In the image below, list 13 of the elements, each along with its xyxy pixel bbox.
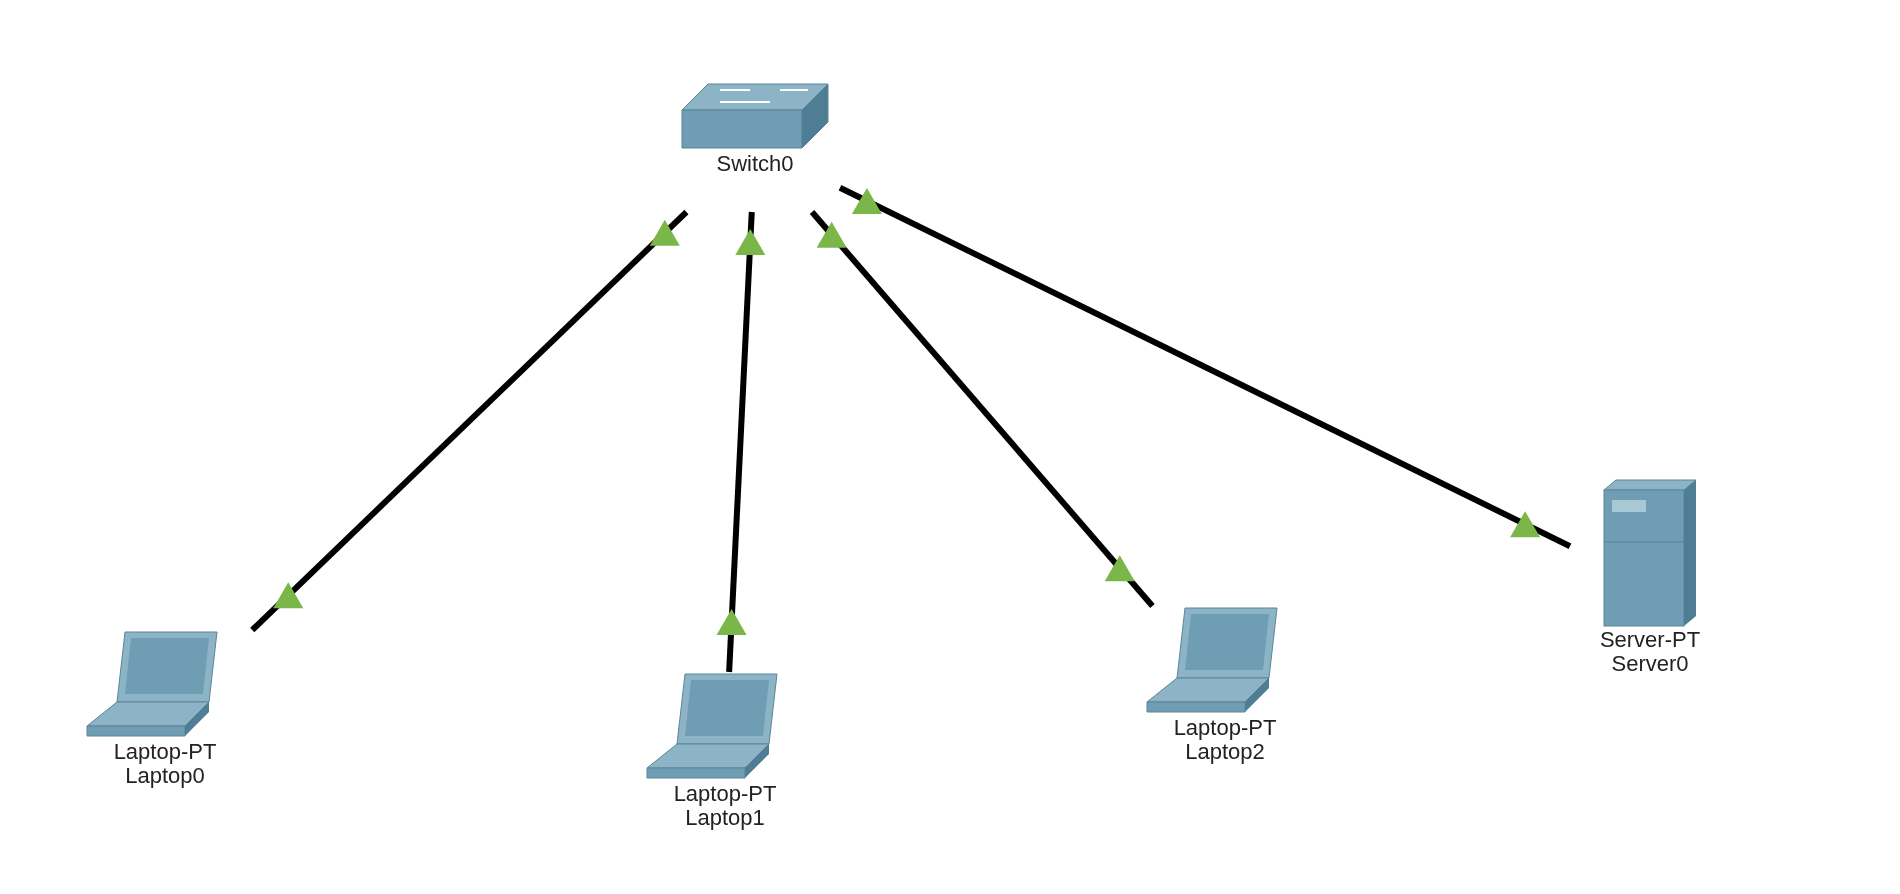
device-label: Laptop0 (125, 764, 205, 788)
device-label: Server-PT (1599, 628, 1701, 652)
device-label: Laptop-PT (673, 782, 777, 806)
network-link (838, 185, 1572, 549)
device-label: Laptop-PT (1173, 716, 1277, 740)
device-label: Server0 (1611, 652, 1689, 676)
device-label: Laptop1 (685, 806, 765, 830)
network-link (716, 211, 766, 673)
network-link (250, 209, 689, 633)
network-link (809, 210, 1155, 608)
device-label: Switch0 (716, 152, 794, 176)
device-label: Laptop2 (1185, 740, 1265, 764)
device-label: Laptop-PT (113, 740, 217, 764)
